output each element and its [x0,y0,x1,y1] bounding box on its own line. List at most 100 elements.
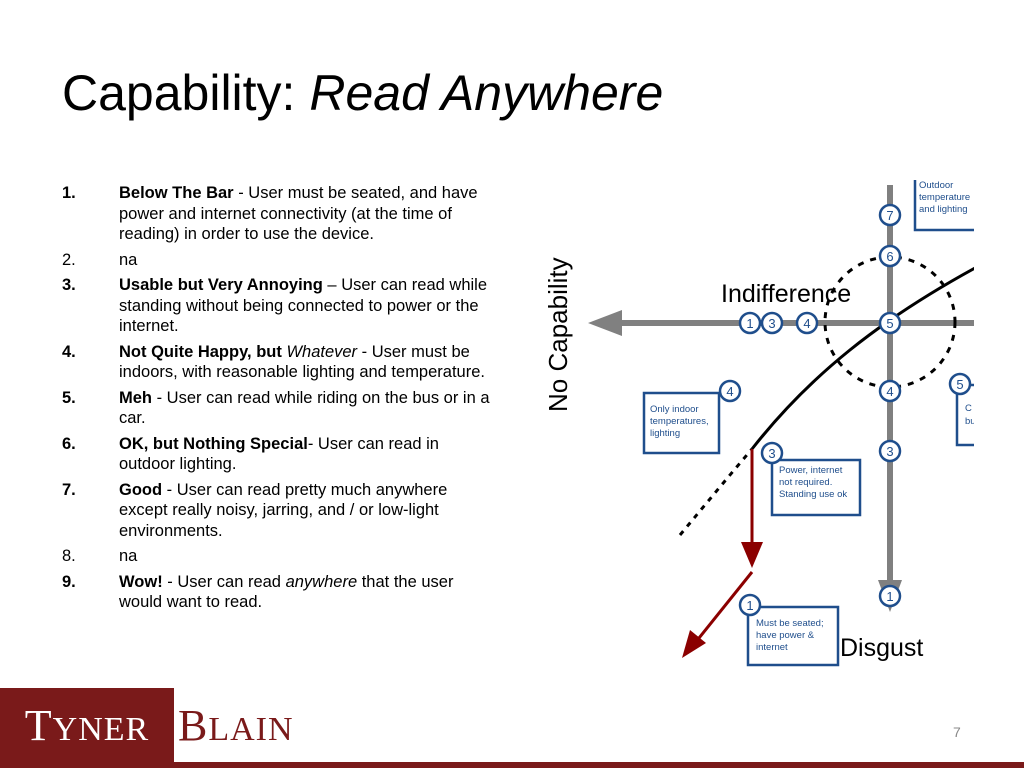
page-number: 7 [953,724,961,740]
tynerblain-logo: TYNER BLAIN [0,688,338,762]
item-heading: Below The Bar [119,184,234,202]
node-label: 4 [726,384,733,399]
node-label: 1 [886,589,893,604]
list-number: 1. [62,184,76,202]
item-text: - User can read [162,572,286,591]
logo-rest: LAIN [208,710,294,748]
node-label: 3 [768,446,775,461]
left-arrow-head [588,310,622,336]
item-text: - User can read in outdoor lighting. [119,434,439,474]
item-heading: Meh [119,388,152,407]
footer-bar [0,762,1024,768]
node-label: 1 [746,598,753,613]
node-vertical-1: 1 [878,584,902,608]
list-number: 8. [62,547,76,565]
callout-indoor: Only indoor temperatures, lighting [642,391,721,455]
node-label: 4 [803,316,810,331]
node-horizontal-4: 4 [795,311,819,335]
callout-power: Power, internet not required. Standing u… [770,458,862,517]
logo-word-blain: BLAIN [178,700,294,751]
item-heading: Not Quite Happy, but [119,342,287,361]
node-vertical-6: 6 [878,244,902,268]
list-item: 1. Below The Bar - User must be seated, a… [62,183,497,245]
callout-text: internet [756,642,788,653]
node-right-5: 5 [948,372,972,396]
item-text: na [119,547,138,565]
callout-text: lighting [650,428,680,439]
list-number: 9. [62,572,76,591]
list-item: 8. na [62,546,497,567]
node-label: 7 [886,208,893,223]
indifference-circle [823,255,957,389]
node-horizontal-1: 1 [738,311,762,335]
callout-text: Only indoor [650,404,699,415]
logo-cap: B [178,700,209,750]
callout-text: have power & [756,630,815,641]
list-item: 9. Wow! - User can read anywhere that the… [62,572,497,613]
logo-left-block: TYNER [0,688,174,762]
node-vertical-3: 3 [878,439,902,463]
node-horizontal-3: 3 [760,311,784,335]
red-arrow-diagonal [693,571,754,644]
capability-list: 1. Below The Bar - User must be seated, a… [62,183,497,618]
indifference-label: Indifference [721,280,851,308]
item-italic: Whatever [286,342,358,361]
logo-cap: T [24,700,53,750]
callout-text: temperatures, [650,416,709,427]
item-text: - User can read while riding on the bus … [119,388,490,428]
callout-text: C [965,403,972,414]
title-italic: Read Anywhere [309,65,664,121]
node-callout-3: 3 [760,441,784,465]
disgust-label: Disgust [840,634,923,662]
list-item: 5. Meh - User can read while riding on th… [62,388,497,429]
logo-rest: YNER [52,710,150,748]
item-heading: Usable but Very Annoying [119,276,323,294]
list-number: 3. [62,276,76,294]
item-italic: anywhere [285,572,358,591]
callout-seated: Must be seated; have power & internet [746,605,840,667]
slide-title: Capability: Read Anywhere [62,66,663,121]
callout-text: and lighting [919,204,968,215]
title-main: Capability: [62,65,310,121]
node-center-5: 5 [878,311,902,335]
list-item: 3. Usable but Very Annoying – User can re… [62,275,497,337]
callout-outdoor: Outdoor temperature and lighting [913,180,974,232]
no-capability-label: No Capability [543,257,573,412]
kano-diagram: No Capability Indifference Disgust Outdo… [540,180,974,670]
item-text: - User must be seated, and have power an… [119,184,478,243]
red-arrow-head [741,542,763,568]
callout-text: temperature [919,192,970,203]
item-heading: Wow! [119,572,163,591]
item-heading: Good [119,480,163,499]
list-item: 6.OK, but Nothing Special- User can read… [62,434,497,475]
list-item: 4. Not Quite Happy, but Whatever - User m… [62,342,497,383]
satisfaction-curve [750,266,974,450]
node-label: 3 [886,444,893,459]
item-text: that the user would want to read. [119,572,454,612]
node-callout-1: 1 [738,593,762,617]
node-label: 3 [768,316,775,331]
list-number: 4. [62,342,76,361]
node-label: 5 [886,316,893,331]
callout-text: Outdoor [919,180,953,191]
satisfaction-curve-dotted [678,448,754,536]
node-callout-4: 4 [718,379,742,403]
node-vertical-4: 4 [878,379,902,403]
list-number: 6. [62,434,76,453]
node-vertical-7: 7 [878,203,902,227]
callout-text: not required. [779,477,832,488]
list-number: 2. [62,250,76,269]
list-number: 5. [62,388,76,407]
callout-text: Must be seated; [756,618,824,629]
item-text: na [119,250,138,269]
node-label: 4 [886,384,893,399]
item-text: - User must be indoors, with reasonable … [119,342,485,382]
list-item: 2. na [62,250,497,271]
item-text: - User can read pretty much anywhere exc… [119,480,448,540]
callout-right-partial: C bu [955,383,974,447]
logo-right-block: BLAIN [174,688,338,762]
item-text: – User can read while standing without b… [119,276,488,335]
list-item: 7.Good - User can read pretty much anywh… [62,480,497,542]
callout-text: bu [965,416,974,427]
callout-text: Standing use ok [779,489,847,500]
